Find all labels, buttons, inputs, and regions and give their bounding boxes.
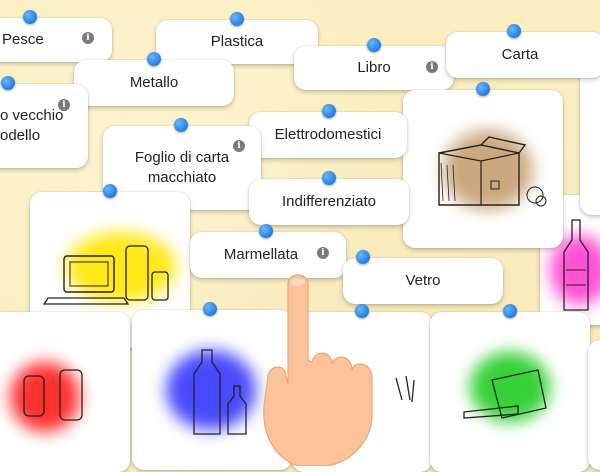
pin-icon — [503, 304, 517, 318]
pin-icon — [355, 304, 369, 318]
pin-icon — [230, 12, 244, 26]
card-carta-partial[interactable] — [580, 55, 600, 215]
pin-icon — [147, 52, 161, 66]
electronics-icon — [42, 245, 169, 305]
pin-icon — [322, 104, 336, 118]
cans-icon — [23, 369, 83, 421]
card-label: Indifferenziato — [282, 192, 376, 210]
card-elettrodomestici[interactable]: Elettrodomestici — [249, 104, 407, 158]
card-right-partial[interactable] — [588, 340, 600, 470]
card-magenta-glass[interactable] — [540, 195, 600, 325]
pin-icon — [174, 118, 188, 132]
info-icon[interactable]: i — [233, 140, 245, 152]
yellow-glow — [66, 232, 176, 302]
card-green-cartons[interactable] — [430, 304, 590, 472]
cartons-icon — [463, 369, 547, 419]
info-icon[interactable]: i — [317, 247, 329, 259]
pin-icon — [259, 224, 273, 238]
card-metallo[interactable]: Metallo — [74, 52, 234, 106]
card-label: Libro — [357, 58, 391, 76]
pin-icon — [367, 38, 381, 52]
card-blue-bottles[interactable] — [132, 302, 292, 470]
card-label-line2: odello — [0, 127, 41, 144]
card-label-line1: o vecchio — [0, 106, 64, 124]
pin-icon — [1, 76, 15, 90]
card-label: Pesce — [2, 30, 44, 48]
card-indifferenziato[interactable]: Indifferenziato — [249, 171, 409, 225]
pin-icon — [23, 10, 37, 24]
plastic-bottles-icon — [193, 349, 247, 435]
info-icon[interactable]: i — [82, 32, 94, 44]
info-icon[interactable]: i — [426, 61, 438, 73]
pin-icon — [356, 250, 370, 264]
card-marmellata[interactable]: Marmellata i — [190, 224, 346, 278]
card-label: Marmellata — [223, 245, 299, 263]
pointing-hand-icon — [263, 274, 373, 466]
cardboard-box-icon — [438, 136, 547, 207]
bottle-icon — [563, 219, 589, 311]
pin-icon — [203, 302, 217, 316]
card-plastica[interactable]: Plastica — [156, 12, 318, 64]
card-label-line2: macchiato — [147, 169, 217, 186]
card-label: Vetro — [405, 271, 441, 289]
pin-icon — [476, 82, 490, 96]
blue-glow — [166, 350, 256, 430]
pin-icon — [507, 24, 521, 38]
card-pesce[interactable]: Pesce i — [0, 10, 112, 62]
metal-icon — [395, 375, 415, 403]
card-label: Elettrodomestici — [274, 125, 382, 143]
card-libro[interactable]: Libro i — [294, 38, 454, 90]
pin-icon — [103, 184, 117, 198]
card-vecchio-modello[interactable]: o vecchio odello i — [0, 76, 88, 168]
card-red-cans[interactable] — [0, 312, 130, 472]
card-label: Metallo — [129, 73, 179, 91]
card-label: Plastica — [210, 32, 264, 50]
card-cardboard-box[interactable] — [403, 82, 563, 248]
pin-icon — [322, 171, 336, 185]
card-carta[interactable]: Carta — [446, 24, 600, 78]
info-icon[interactable]: i — [58, 99, 70, 111]
card-vetro[interactable]: Vetro — [343, 250, 503, 304]
card-label-line1: Foglio di carta — [134, 148, 230, 166]
card-label: Carta — [501, 45, 539, 63]
